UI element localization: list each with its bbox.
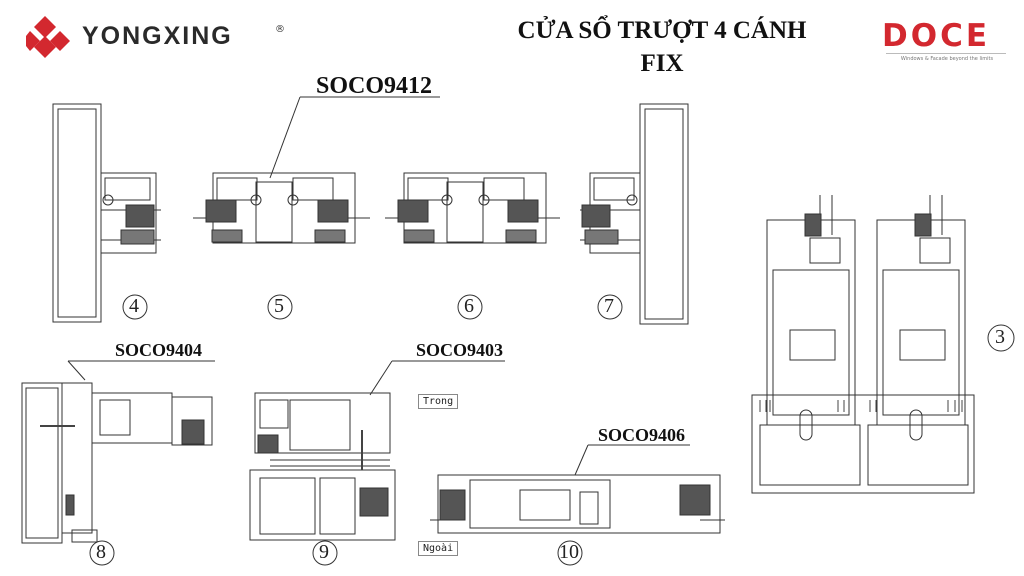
leader-soco9412	[269, 96, 440, 179]
section-number-4: 4	[129, 295, 139, 317]
section-3-profile	[751, 195, 975, 494]
section-4-profile	[52, 103, 161, 323]
section-6-profile	[385, 172, 560, 244]
section-number-10: 10	[559, 541, 579, 563]
diamond-logo-icon	[22, 16, 70, 58]
section-number-circles	[89, 294, 1015, 566]
label-soco9403: SOCO9403	[416, 340, 504, 360]
label-soco9404: SOCO9404	[115, 340, 203, 360]
label-trong: Trong	[418, 394, 459, 409]
section-number-7: 7	[604, 295, 614, 317]
section-number-9: 9	[319, 541, 329, 563]
section-7-profile	[580, 103, 689, 325]
section-number-5: 5	[274, 295, 284, 317]
section-number-6: 6	[464, 295, 474, 317]
section-5-profile	[193, 172, 370, 244]
section-number-8: 8	[96, 541, 106, 563]
label-soco9406: SOCO9406	[598, 425, 686, 445]
section-number-3: 3	[995, 326, 1005, 348]
section-8-profile	[21, 360, 215, 544]
doce-tagline: Windows & Facade beyond the limits	[900, 56, 994, 62]
doce-divider	[886, 53, 1006, 54]
section-9-profile	[249, 360, 505, 541]
registered-mark: ®	[275, 24, 285, 35]
page-subtitle: FIX	[640, 50, 684, 77]
label-ngoai: Ngoài	[418, 541, 459, 556]
yongxing-logo	[22, 14, 296, 60]
doce-logo: DOCE	[882, 18, 991, 54]
section-10-profile	[430, 444, 725, 534]
page-title: CỬA SỔ TRƯỢT 4 CÁNH	[517, 17, 807, 44]
label-soco9412: SOCO9412	[316, 73, 433, 99]
brand-left-name: YONGXING	[82, 22, 233, 50]
